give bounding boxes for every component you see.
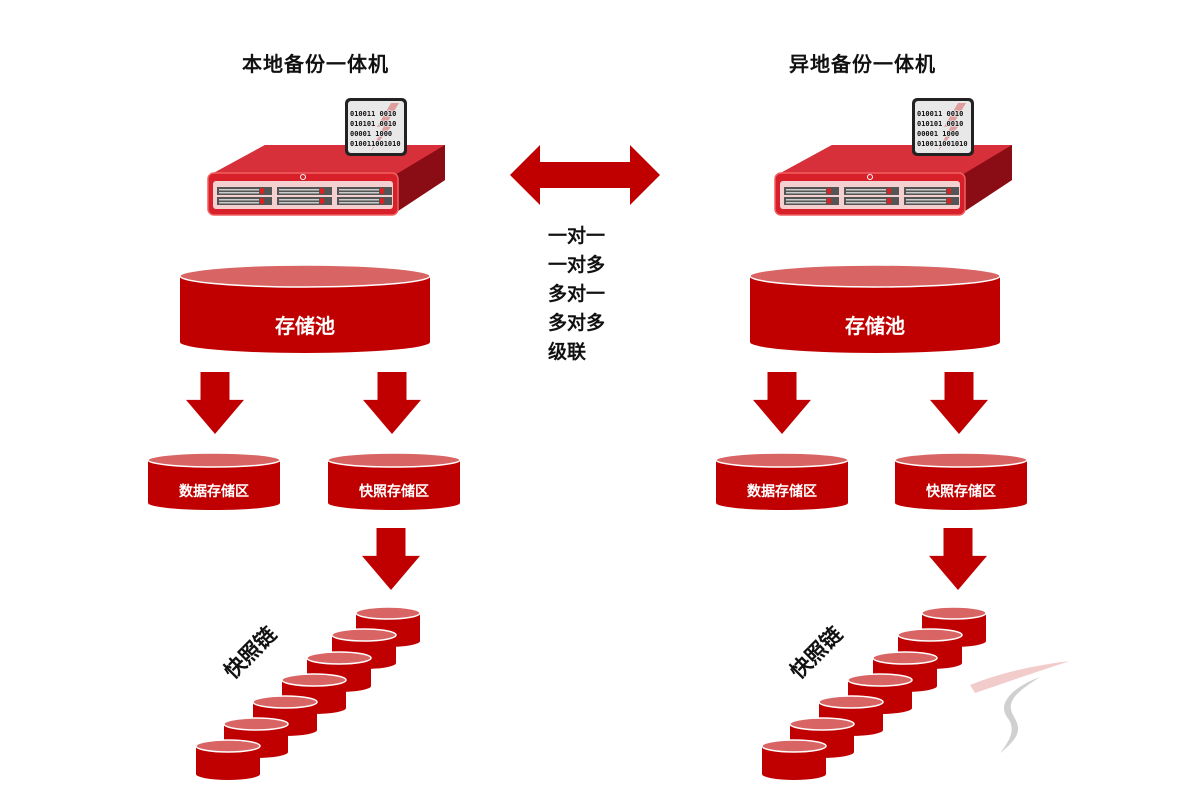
local-server-icon: 010011 0010 010101 0010 00001 1000 01001100… xyxy=(205,95,450,220)
local-snapshot-chain xyxy=(195,605,426,785)
down-arrow-icon xyxy=(753,372,811,434)
svg-text:010011 0010: 010011 0010 xyxy=(917,110,963,118)
svg-text:010101 0010: 010101 0010 xyxy=(917,120,963,128)
local-data-zone: 数据存储区 xyxy=(147,452,281,510)
remote-storage-pool: 存储池 xyxy=(749,264,1001,353)
remote-snapshot-zone: 快照存储区 xyxy=(894,452,1028,510)
svg-text:00001 1000: 00001 1000 xyxy=(350,130,392,138)
down-arrow-icon xyxy=(930,372,988,434)
svg-text:010101 0010: 010101 0010 xyxy=(350,120,396,128)
remote-server-icon: 010011 0010 010101 0010 00001 1000 01001100… xyxy=(772,95,1017,220)
snapshot-disk-icon xyxy=(195,739,261,780)
mode-cascade: 级联 xyxy=(548,341,587,363)
svg-text:00001 1000: 00001 1000 xyxy=(917,130,959,138)
mode-one-to-one: 一对一 xyxy=(548,225,606,247)
svg-text:010011 0010: 010011 0010 xyxy=(350,110,396,118)
local-snapshot-zone-label: 快照存储区 xyxy=(359,484,429,500)
mode-one-to-many: 一对多 xyxy=(548,254,606,276)
down-arrow-icon xyxy=(186,372,244,434)
mode-many-to-one: 多对一 xyxy=(548,283,606,305)
local-pool-label: 存储池 xyxy=(275,314,335,338)
down-arrow-icon xyxy=(363,372,421,434)
snapshot-disk-icon xyxy=(761,739,827,780)
local-snapshot-zone: 快照存储区 xyxy=(327,452,461,510)
local-data-zone-label: 数据存储区 xyxy=(179,484,249,500)
remote-snapshot-chain xyxy=(761,605,992,785)
remote-pool-label: 存储池 xyxy=(845,314,905,338)
replication-modes: 一对一 一对多 多对一 多对多 级联 xyxy=(548,222,605,367)
double-arrow-icon xyxy=(510,145,660,205)
svg-text:010011001010: 010011001010 xyxy=(350,140,401,148)
down-arrow-icon xyxy=(929,528,987,590)
remote-data-zone-label: 数据存储区 xyxy=(747,484,817,500)
local-title: 本地备份一体机 xyxy=(242,52,389,76)
mode-many-to-many: 多对多 xyxy=(548,312,606,334)
remote-title: 异地备份一体机 xyxy=(789,52,936,76)
remote-snapshot-zone-label: 快照存储区 xyxy=(926,484,996,500)
remote-data-zone: 数据存储区 xyxy=(715,452,849,510)
watermark-logo-icon xyxy=(970,661,1070,753)
local-storage-pool: 存储池 xyxy=(179,264,431,353)
svg-text:010011001010: 010011001010 xyxy=(917,140,968,148)
down-arrow-icon xyxy=(362,528,420,590)
